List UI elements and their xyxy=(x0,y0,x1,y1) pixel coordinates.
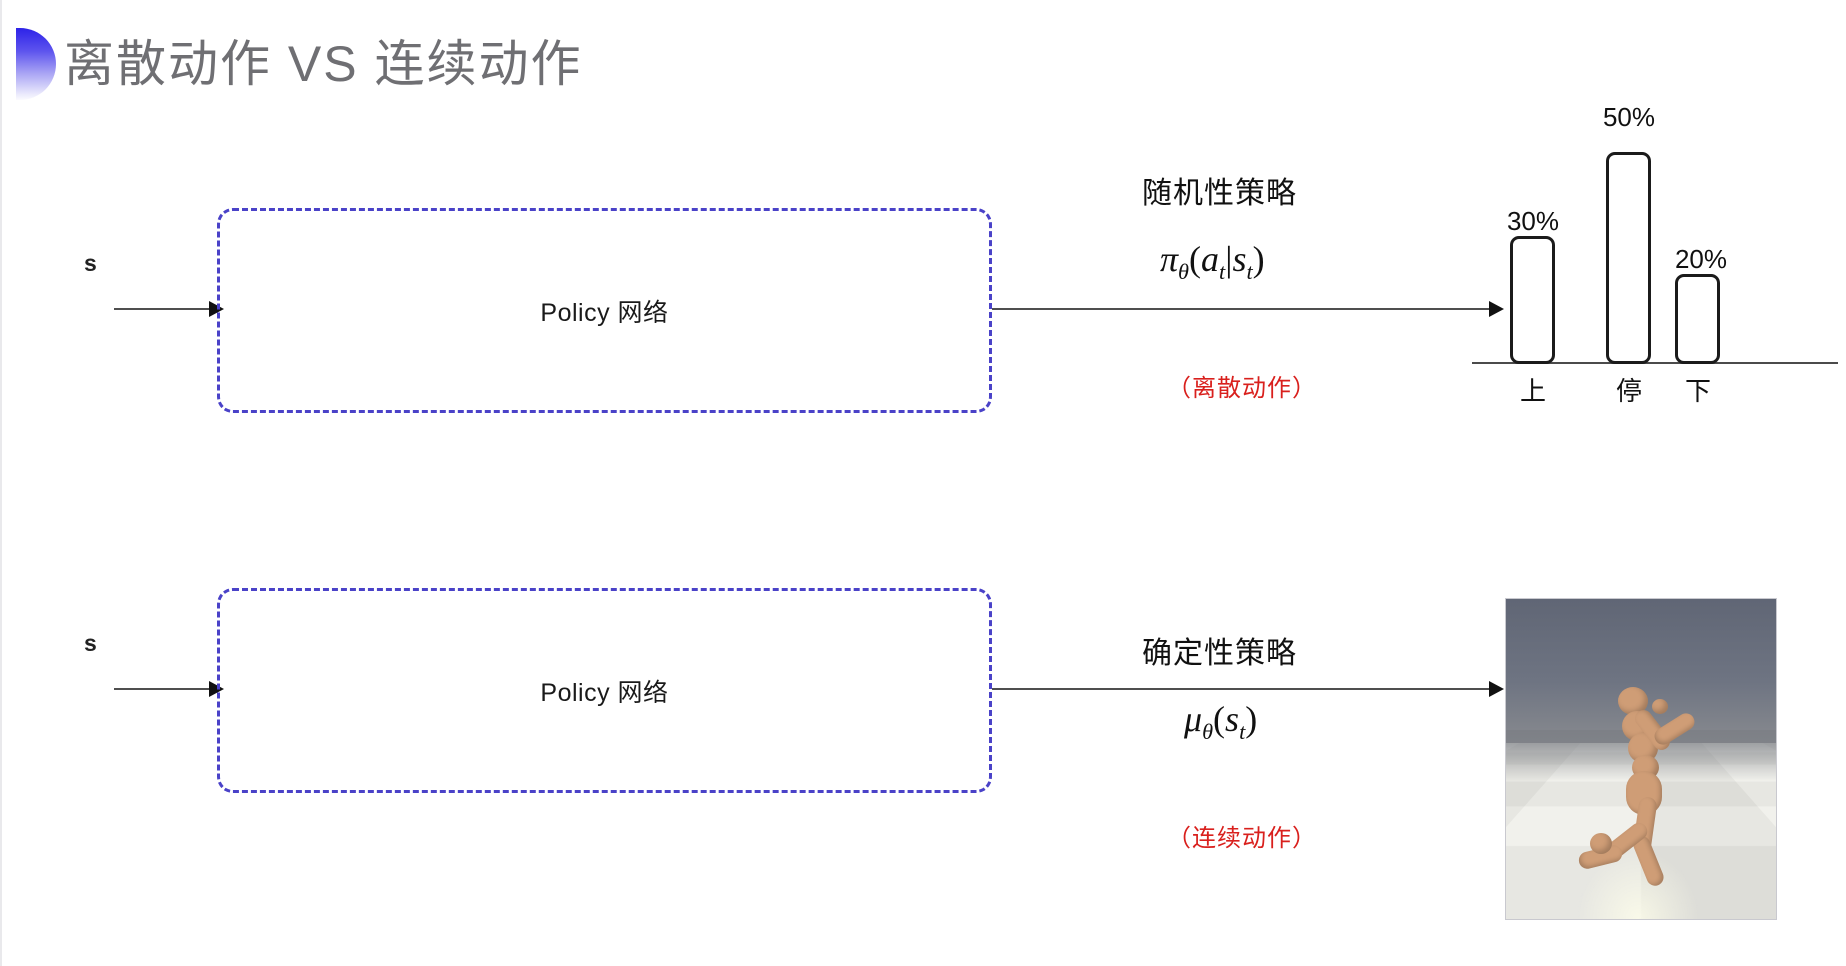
bar-category-1 xyxy=(1606,152,1651,364)
humanoid-knee xyxy=(1590,833,1612,854)
arrow-policy-to-output-discrete xyxy=(992,308,1502,310)
half-circle-gradient-icon xyxy=(16,28,56,100)
policy-kind-deterministic: 确定性策略 xyxy=(1142,637,1297,670)
page-title: 离散动作 VS 连续动作 xyxy=(64,36,583,92)
bar-category-2 xyxy=(1675,274,1720,364)
bar-value-label-1: 50% xyxy=(1602,102,1656,132)
formula-stochastic-policy: πθ(at|st) xyxy=(1160,239,1265,285)
humanoid-fist xyxy=(1652,699,1668,714)
policy-network-box-discrete[interactable]: Policy 网络 xyxy=(217,208,992,413)
bar-category-label-2: 下 xyxy=(1684,376,1711,406)
input-state-label-discrete: s xyxy=(84,250,97,276)
arrow-state-to-policy-continuous xyxy=(114,688,222,690)
arrow-state-to-policy-discrete xyxy=(114,308,222,310)
action-probability-bar-chart: 30% 上 50% 停 20% 下 xyxy=(1472,98,1838,410)
arrow-policy-to-output-continuous xyxy=(992,688,1502,690)
policy-network-label: Policy 网络 xyxy=(540,678,669,707)
bar-value-label-0: 30% xyxy=(1506,206,1560,236)
policy-network-label: Policy 网络 xyxy=(540,298,669,327)
humanoid-simulation-image xyxy=(1505,598,1777,920)
policy-network-box-continuous[interactable]: Policy 网络 xyxy=(217,588,992,793)
note-continuous-action: （连续动作） xyxy=(1167,825,1317,852)
policy-kind-stochastic: 随机性策略 xyxy=(1142,177,1297,210)
bar-category-label-1: 停 xyxy=(1615,376,1642,406)
note-discrete-action: （离散动作） xyxy=(1167,375,1317,402)
bar-value-label-2: 20% xyxy=(1674,244,1728,274)
formula-deterministic-policy: μθ(st) xyxy=(1184,699,1258,745)
bar-category-label-0: 上 xyxy=(1519,376,1546,406)
bar-category-0 xyxy=(1510,236,1555,364)
chart-baseline-axis xyxy=(1472,362,1838,364)
input-state-label-continuous: s xyxy=(84,630,97,656)
